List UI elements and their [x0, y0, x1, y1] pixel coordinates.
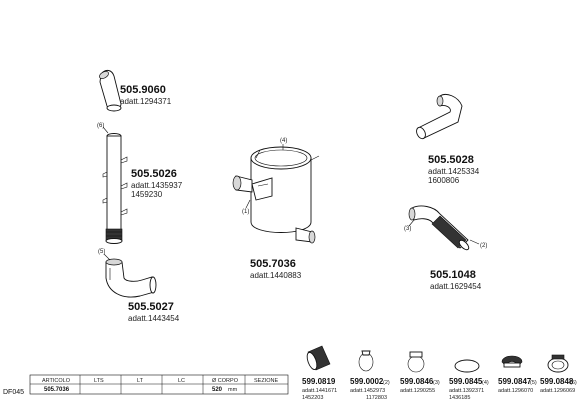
table-header-corpo: Ø CORPO — [212, 378, 239, 384]
accessory-599-0848-qty: (6) — [570, 380, 577, 386]
part-505-1048-adatt: adatt.1629454 — [430, 282, 482, 291]
table-header-lc: LC — [178, 378, 185, 384]
part-505-5027-number: 505.5027 — [128, 301, 174, 313]
table-header-sezione: SEZIONE — [254, 378, 278, 384]
accessory-599-0819-drawing — [306, 345, 331, 371]
accessory-599-0845-qty: (4) — [482, 380, 489, 386]
part-505-7036-adatt: adatt.1440883 — [250, 271, 302, 280]
accessory-599-0845-number: 599.0845 — [449, 377, 483, 386]
accessory-599-0847-sub1: adatt.1296070 — [498, 388, 533, 394]
part-505-5028-adatt2: 1600806 — [428, 176, 460, 185]
accessory-599-0848-sub1: adatt.1296069 — [540, 388, 575, 394]
part-505-5026-adatt: adatt.1435937 — [131, 181, 183, 190]
part-505-5026-adatt2: 1459230 — [131, 190, 163, 199]
accessory-599-0846-drawing — [407, 351, 425, 373]
accessory-599-0848-number: 599.0848 — [540, 377, 574, 386]
accessory-599-0845-sub2: 1436185 — [449, 395, 470, 400]
table-header-lts: LTS — [94, 378, 104, 384]
accessory-599-0819-sub2: 1452203 — [302, 395, 323, 400]
part-505-5028-drawing — [416, 94, 463, 140]
document-code: DF045 — [3, 389, 24, 396]
accessory-599-0846-qty: (3) — [433, 380, 440, 386]
spec-table — [29, 374, 289, 395]
part-505-5027-drawing — [105, 258, 157, 298]
accessory-599-0819-sub1: adatt.1441671 — [302, 388, 337, 394]
table-cell-corpo-unit: mm — [228, 387, 238, 393]
part-505-5026-number: 505.5026 — [131, 168, 177, 180]
part-505-5026-drawing — [102, 133, 128, 244]
accessory-599-0847-number: 599.0847 — [498, 377, 532, 386]
callout-6: (6) — [97, 123, 104, 129]
part-505-5028-number: 505.5028 — [428, 154, 474, 166]
accessory-599-0002-sub1: adatt.1452973 — [350, 388, 385, 394]
accessory-599-0002-qty: (2) — [383, 380, 390, 386]
part-505-1048-drawing — [408, 205, 470, 251]
accessory-599-0002-drawing — [358, 350, 374, 372]
accessory-599-0845-sub1: adatt.1392371 — [449, 388, 484, 394]
part-505-9060-adatt: adatt.1294371 — [120, 97, 172, 106]
table-header-lt: LT — [137, 378, 144, 384]
callout-3: (3) — [404, 226, 411, 232]
accessory-599-0845-drawing — [454, 359, 480, 373]
callout-1: (1) — [242, 209, 249, 215]
accessory-599-0847-drawing — [501, 355, 523, 368]
accessory-599-0846-sub1: adatt.1290255 — [400, 388, 435, 394]
table-cell-articolo: 505.7036 — [44, 387, 70, 393]
accessory-599-0002-number: 599.0002 — [350, 377, 384, 386]
part-505-9060-number: 505.9060 — [120, 84, 166, 96]
part-505-9060-drawing — [99, 69, 122, 112]
table-header-articolo: ARTICOLO — [42, 378, 71, 384]
callout-4: (4) — [280, 138, 287, 144]
part-505-5027-adatt: adatt.1443454 — [128, 314, 180, 323]
part-505-5028-adatt: adatt.1425334 — [428, 167, 480, 176]
part-505-7036-drawing — [232, 146, 320, 244]
part-505-1048-number: 505.1048 — [430, 269, 476, 281]
accessory-599-0002-sub2: 1172803 — [366, 395, 387, 400]
accessory-599-0846-number: 599.0846 — [400, 377, 434, 386]
accessory-599-0847-qty: (5) — [530, 380, 537, 386]
callout-5: (5) — [98, 249, 105, 255]
part-505-7036-number: 505.7036 — [250, 258, 296, 270]
callout-2: (2) — [480, 243, 487, 249]
table-cell-corpo: 520 — [212, 387, 223, 393]
accessory-599-0819-number: 599.0819 — [302, 377, 336, 386]
accessory-599-0848-drawing — [547, 354, 569, 373]
